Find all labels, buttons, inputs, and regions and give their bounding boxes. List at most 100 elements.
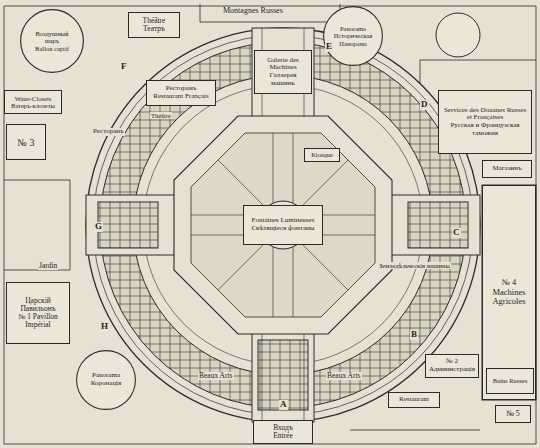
area-label: Beaux Arts xyxy=(198,372,234,380)
pavilion-subtitle: Историческая Панорама xyxy=(332,32,374,46)
garden-paths xyxy=(191,133,375,317)
area-label: Jardin xyxy=(38,262,58,270)
garden-plot xyxy=(4,180,70,270)
node-body: РесторанъRestaurant Français xyxy=(147,81,215,105)
pavilion-box: № 4Machines AgricolesBains Russes xyxy=(482,185,536,400)
garden xyxy=(191,133,375,317)
pavilion-name: Царскій Павильонъ xyxy=(9,297,67,314)
node-body: PanoramaИсторическая Панорама xyxy=(323,6,383,66)
pavilion-name: Ресторанъ xyxy=(166,85,197,93)
area-label: Montagnes Russes xyxy=(222,7,284,16)
node-body: № 3 xyxy=(7,125,45,159)
north-south-wing xyxy=(252,28,314,422)
node-body: Bains Russes xyxy=(487,369,533,393)
section-letter: B xyxy=(410,330,418,340)
node-body: Restaurant xyxy=(389,393,439,407)
pavilion-subtitle: Свѣтящіеся фонтаны xyxy=(251,225,314,233)
pavilion-box: Water-ClosetsВатеръ-клозеты xyxy=(4,90,62,114)
area-label: Théâtre xyxy=(150,112,172,119)
pavilion-box: № 3 xyxy=(6,124,46,160)
pavilion-box: Bains Russes xyxy=(486,368,534,394)
section-letter: E xyxy=(325,42,333,52)
inner-walk xyxy=(143,85,423,365)
area-label: Ресторанъ xyxy=(92,128,125,136)
pavilion-name: Galerie des Machines xyxy=(257,57,309,72)
pavilion-subtitle: Ballon captif xyxy=(35,45,69,52)
pavilion-name: Bains Russes xyxy=(493,377,528,384)
pavilion-subtitle: № 1 Pavillon Impérial xyxy=(9,313,67,330)
east-west-wing xyxy=(86,195,480,255)
west-booths xyxy=(98,202,158,248)
pavilion-circle: PanoramaКоронація xyxy=(76,350,136,410)
pavilion-name: Panorama xyxy=(92,372,120,380)
pavilion-subtitle: Ватеръ-клозеты xyxy=(11,102,55,109)
inner-ring xyxy=(133,75,433,375)
pavilion-box: Kiosque xyxy=(304,148,340,162)
east-booths xyxy=(408,202,468,248)
node-body: Kiosque xyxy=(305,149,339,161)
pavilion-box: ThéâtreТеатръ xyxy=(128,12,180,38)
pavilion-name: Воздушный шаръ xyxy=(29,30,75,44)
hall-grid xyxy=(482,185,536,400)
pavilion-box: ВходъEntrée xyxy=(253,420,313,444)
south-booths xyxy=(258,340,308,410)
section-letter: D xyxy=(420,100,429,110)
node-body: № 2Администрація xyxy=(426,355,478,377)
site-fence xyxy=(4,4,536,444)
node-body: Galerie des MachinesГаллерея машинъ xyxy=(255,51,311,93)
node-body: Магазинъ xyxy=(483,161,531,177)
pavilion-name: Kiosque xyxy=(311,151,333,158)
pavilion-subtitle: Галлерея машинъ xyxy=(257,72,309,87)
pavilion-subtitle: Machines Agricoles xyxy=(485,288,533,307)
node-body: Services des Douanes Russes et Française… xyxy=(439,91,531,153)
pavilion-name: Магазинъ xyxy=(492,165,521,173)
section-letter: G xyxy=(94,222,103,232)
pavilion-box: РесторанъRestaurant Français xyxy=(146,80,216,106)
pavilion-subtitle: Театръ xyxy=(143,25,165,33)
pavilion-box: Services des Douanes Russes et Française… xyxy=(438,90,532,154)
node-body: PanoramaКоронація xyxy=(76,350,136,410)
node-body: ThéâtreТеатръ xyxy=(129,13,179,37)
pavilion-name: № 2 xyxy=(446,358,458,366)
node-body: Царскій Павильонъ№ 1 Pavillon Impérial xyxy=(7,283,69,343)
pavilion-name: Входъ xyxy=(273,424,293,432)
pavilion-subtitle: Русская и Французская таможня xyxy=(441,122,529,137)
section-letter: A xyxy=(279,400,288,410)
pavilion-box: Restaurant xyxy=(388,392,440,408)
node-body: Воздушный шаръBallon captif xyxy=(20,9,84,73)
pavilion-circle: PanoramaИсторическая Панорама xyxy=(323,6,383,66)
pavilion-box: № 5 xyxy=(495,405,531,423)
pavilion-circle: Воздушный шаръBallon captif xyxy=(20,9,84,73)
node-body: № 5 xyxy=(496,406,530,422)
pavilion-name: Panorama xyxy=(340,25,366,32)
fence xyxy=(4,6,536,444)
pavilion-box: Fontaines LumineusesСвѣтящіеся фонтаны xyxy=(243,205,323,245)
road xyxy=(350,430,480,431)
area-label: Beaux Arts xyxy=(326,372,362,380)
pavilion-subtitle: Restaurant Français xyxy=(153,93,208,101)
panorama-circle xyxy=(436,13,480,57)
ring-walk xyxy=(93,35,473,415)
pavilion-name: № 4 xyxy=(502,278,517,287)
pavilion-name: Services des Douanes Russes et Française… xyxy=(441,107,529,122)
node-body: ВходъEntrée xyxy=(254,421,312,443)
pavilion-name: Restaurant xyxy=(399,396,429,404)
section-letter: C xyxy=(452,228,461,238)
pavilion-subtitle: Entrée xyxy=(273,432,293,440)
pavilion-box: Galerie des MachinesГаллерея машинъ xyxy=(254,50,312,94)
node-body: Fontaines LumineusesСвѣтящіеся фонтаны xyxy=(244,206,322,244)
area-label: Земледѣльческія машины xyxy=(378,262,451,269)
pavilion-subtitle: Коронація xyxy=(91,380,122,388)
circle-outline xyxy=(324,7,383,66)
pavilion-name: Fontaines Lumineuses xyxy=(252,217,315,225)
pavilion-name: № 3 xyxy=(17,137,34,148)
octagon xyxy=(174,116,392,334)
outer-ring xyxy=(86,28,480,422)
circle-outline xyxy=(21,10,84,73)
pavilion-box: № 2Администрація xyxy=(425,354,479,378)
circle-outline xyxy=(77,351,136,410)
pavilion-box: Царскій Павильонъ№ 1 Pavillon Impérial xyxy=(6,282,70,344)
pavilion-name: Théâtre xyxy=(143,17,166,25)
